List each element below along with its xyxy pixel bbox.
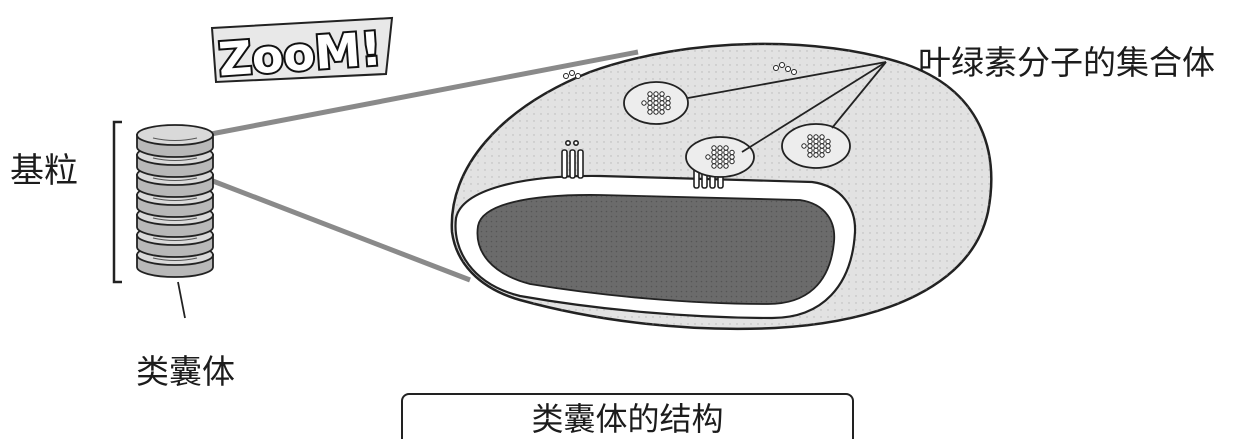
chlorophyll-molecule [717,158,723,165]
chlorophyll-molecule [729,149,735,156]
chlorophyll-molecule [659,100,665,106]
chlorophyll-molecule [717,154,723,160]
chlorophyll-molecule [807,134,813,140]
zoom-projection-lines [189,49,639,283]
chlorophyll-molecule [653,95,659,102]
chlorophyll-molecule [819,143,825,149]
chlorophyll-molecule [825,147,831,154]
chlorophyll-molecule [723,163,729,169]
chlorophyll-molecule [717,149,723,156]
caption-box: 类囊体的结构 [401,393,854,439]
chlorophyll-molecule [711,163,717,169]
chlorophyll-molecule [813,138,819,145]
chlorophyll-molecule [813,134,819,140]
zoom-logo: ZooM! [210,16,394,89]
chlorophyll-molecule [825,138,831,145]
thylakoid-label: 类囊体 [136,352,235,391]
granum-bracket [112,120,122,284]
chlorophyll-molecule [717,145,723,151]
chlorophyll-cluster [623,81,689,125]
chlorophyll-molecule [729,158,735,165]
chlorophyll-molecule [665,104,671,111]
chlorophyll-molecule [723,145,729,151]
chlorophyll-molecule [711,158,717,165]
chlorophyll-molecule [665,100,671,106]
thylakoid-cross-section [450,42,993,331]
chlorophyll-molecule [723,149,729,156]
chlorophyll-molecule [647,104,653,111]
chlorophyll-molecule [807,147,813,154]
chlorophyll-molecule [653,109,659,115]
chlorophyll-molecule [819,147,825,154]
granum-stack [136,124,214,278]
chlorophyll-molecule [647,95,653,102]
chlorophyll-cluster-label: 叶绿素分子的集合体 [918,43,1215,82]
chlorophyll-molecule [641,100,647,106]
granum-label: 基粒 [10,151,78,191]
chlorophyll-molecule [807,152,813,158]
chlorophyll-molecule [813,152,819,158]
chlorophyll-molecule [819,152,825,158]
diagram-caption: 类囊体的结构 [531,400,724,438]
chlorophyll-molecule [647,100,653,106]
chlorophyll-molecule [659,95,665,102]
chlorophyll-molecule [717,163,723,169]
cluster-pointer-lines [687,61,887,153]
chlorophyll-molecule [659,104,665,111]
chlorophyll-molecule [665,95,671,102]
chlorophyll-molecule [801,143,807,149]
chlorophyll-molecule [647,91,653,97]
chlorophyll-molecule [813,147,819,154]
chlorophyll-molecule [653,91,659,97]
chlorophyll-molecule [825,143,831,149]
chlorophyll-molecule [653,100,659,106]
chlorophyll-cluster [685,136,755,178]
chlorophyll-molecule [807,143,813,149]
zoom-logo-text: ZooM! [217,21,384,86]
chlorophyll-molecule [723,154,729,160]
chlorophyll-molecule [711,154,717,160]
chlorophyll-molecule [647,109,653,115]
chlorophyll-molecule [653,104,659,111]
chlorophyll-molecule [659,91,665,97]
thylakoid-pointer-line [177,281,186,319]
chlorophyll-molecule [659,109,665,115]
chlorophyll-molecule [723,158,729,165]
chlorophyll-molecule [819,134,825,140]
chlorophyll-molecule [711,145,717,151]
chlorophyll-molecule [705,154,711,160]
chlorophyll-molecule [729,154,735,160]
chlorophyll-molecule [813,143,819,149]
thylakoid-disc [136,124,214,158]
chlorophyll-molecule [711,149,717,156]
chlorophyll-molecule [807,138,813,145]
membrane-protein-left [561,140,584,179]
chlorophyll-molecule [819,138,825,145]
chlorophyll-cluster [781,123,851,169]
